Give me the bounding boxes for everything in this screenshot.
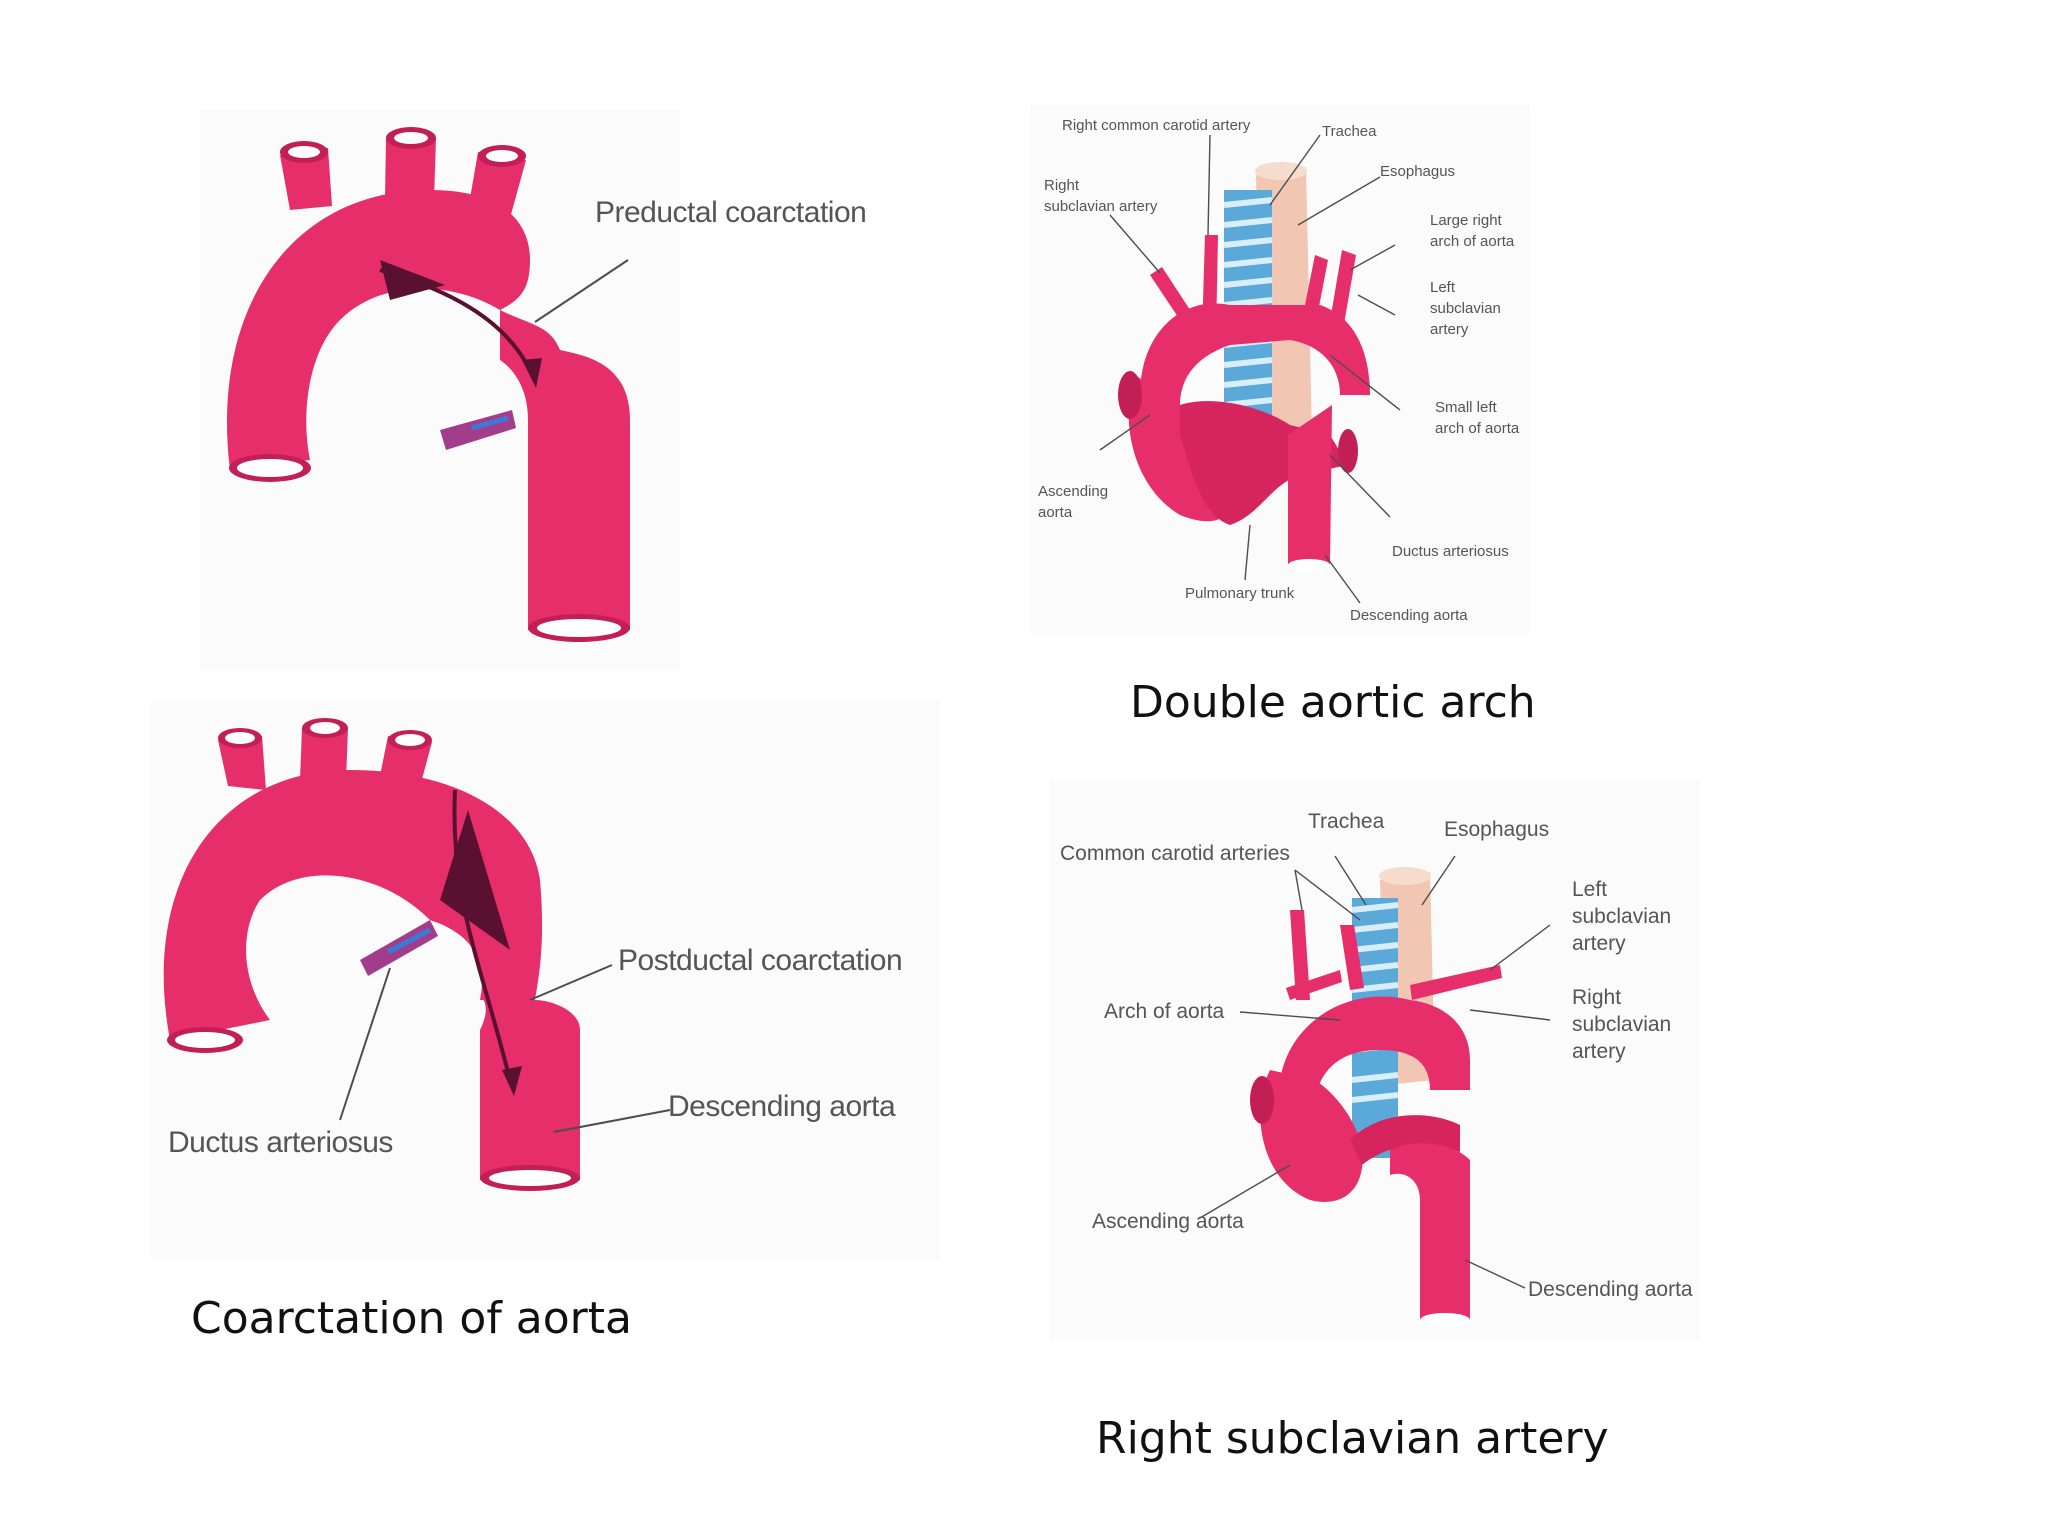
left-subclavian-label-right-subclavian: Left subclavian artery: [1572, 878, 1672, 955]
postductal-coarctation-diagram: Postductal coarctation Descending aorta …: [150, 700, 940, 1260]
large-right-arch-label: Large right arch of aorta: [1430, 212, 1515, 250]
ductus-arteriosus-label: Ductus arteriosus: [168, 1126, 393, 1159]
preductal-aorta-illustration: [226, 127, 630, 642]
preductal-coarctation-label: Preductal coarctation: [595, 196, 867, 229]
right-subclavian-label-double-arch: Right subclavian artery: [1044, 177, 1158, 215]
ascending-aorta-label-double-arch: Ascending aorta: [1038, 483, 1109, 521]
double-arch-illustration: [1099, 134, 1401, 604]
pulmonary-trunk-label: Pulmonary trunk: [1185, 585, 1295, 602]
descending-aorta-label-right-subclavian: Descending aorta: [1528, 1278, 1693, 1301]
arch-of-aorta-label: Arch of aorta: [1104, 1000, 1225, 1023]
ductus-arteriosus-label-double-arch: Ductus arteriosus: [1392, 543, 1509, 560]
trachea-label-double-arch: Trachea: [1322, 123, 1377, 140]
esophagus-label-double-arch: Esophagus: [1380, 163, 1456, 180]
caption-coarctation-of-aorta: Coarctation of aorta: [191, 1293, 632, 1344]
descending-aorta-label: Descending aorta: [668, 1090, 896, 1123]
postductal-aorta-illustration: [163, 718, 671, 1191]
small-left-arch-label: Small left arch of aorta: [1435, 399, 1520, 437]
left-subclavian-label-double-arch: Left subclavian artery: [1430, 279, 1501, 338]
ascending-aorta-label-right-subclavian: Ascending aorta: [1092, 1210, 1244, 1233]
right-subclavian-illustration: [1199, 855, 1551, 1327]
preductal-coarctation-diagram: Preductal coarctation: [200, 110, 867, 670]
caption-double-aortic-arch: Double aortic arch: [1130, 677, 1536, 728]
esophagus-label-right-subclavian: Esophagus: [1444, 818, 1550, 841]
postductal-coarctation-label: Postductal coarctation: [618, 944, 903, 977]
double-aortic-arch-diagram: Right common carotid artery Trachea Esop…: [1030, 105, 1530, 635]
caption-right-subclavian-artery: Right subclavian artery: [1096, 1413, 1609, 1464]
right-subclavian-label: Right subclavian artery: [1572, 986, 1672, 1063]
right-common-carotid-label: Right common carotid artery: [1062, 117, 1251, 134]
common-carotid-label: Common carotid arteries: [1060, 842, 1290, 865]
right-subclavian-artery-diagram: Trachea Esophagus Common carotid arterie…: [1050, 780, 1700, 1340]
trachea-label-right-subclavian: Trachea: [1308, 810, 1385, 833]
descending-aorta-label-double-arch: Descending aorta: [1350, 607, 1468, 624]
